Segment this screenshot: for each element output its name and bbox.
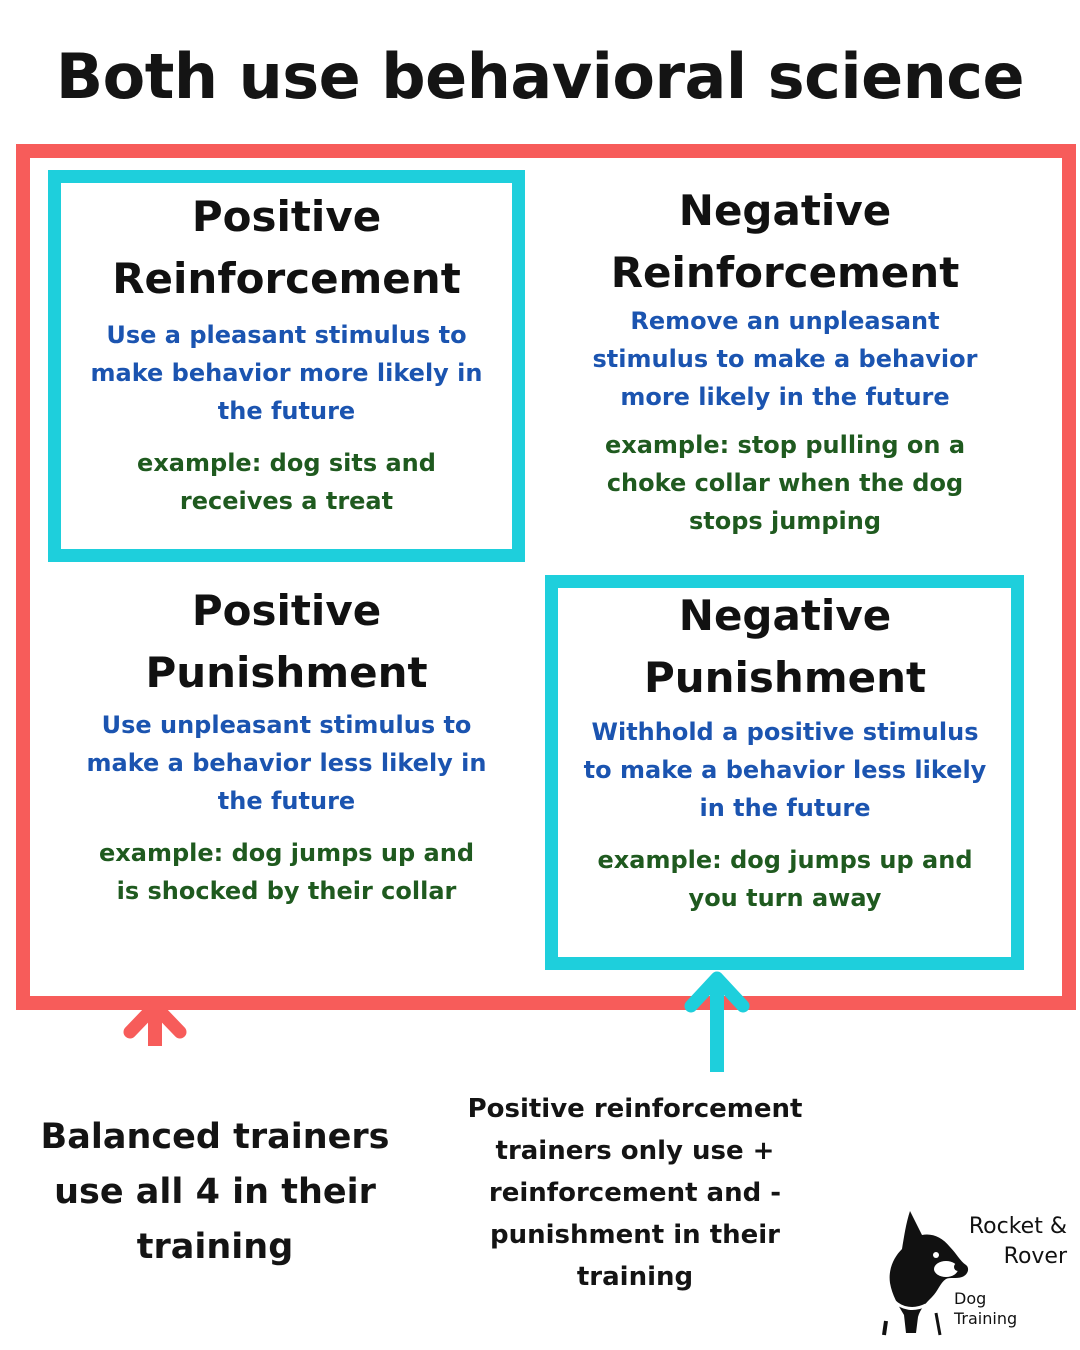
example-line: example: dog jumps up and — [98, 839, 475, 867]
quadrant-positive-reinforcement: Positive Reinforcement Use a pleasant st… — [62, 186, 511, 520]
example-line: stops jumping — [688, 507, 882, 535]
cyan-up-arrow-icon — [684, 971, 750, 1072]
quadrant-negative-punishment: Negative Punishment Withhold a positive … — [560, 585, 1010, 917]
quadrant-example: example: dog sits and receives a treat — [62, 444, 511, 520]
quadrant-example: example: stop pulling on a choke collar … — [560, 426, 1010, 540]
quadrant-heading: Positive Punishment — [62, 580, 511, 704]
logo-subtitle-line2: Training — [954, 1309, 1018, 1328]
quadrant-description: Use unpleasant stimulus to make a behavi… — [62, 706, 511, 820]
example-line: example: dog jumps up and — [597, 846, 973, 874]
quadrant-description: Withhold a positive stimulus to make a b… — [560, 713, 1010, 827]
description-line: make a behavior less likely in — [86, 749, 487, 777]
negative-punishment-highlight-frame — [545, 575, 1024, 970]
quadrant-description: Remove an unpleasant stimulus to make a … — [560, 302, 1010, 416]
quadrant-example: example: dog jumps up and is shocked by … — [62, 834, 511, 910]
caption-line: Balanced trainers — [40, 1117, 390, 1157]
description-line: the future — [217, 397, 356, 425]
heading-line: Negative — [678, 186, 892, 235]
heading-line: Reinforcement — [610, 248, 960, 297]
quadrant-heading: Positive Reinforcement — [62, 186, 511, 310]
logo-subtitle-line1: Dog — [954, 1289, 987, 1308]
description-line: Use a pleasant stimulus to — [106, 321, 467, 349]
quadrant-heading: Negative Punishment — [560, 585, 1010, 709]
quadrant-positive-punishment: Positive Punishment Use unpleasant stimu… — [62, 580, 511, 910]
heading-line: Positive — [191, 192, 382, 241]
quadrant-example: example: dog jumps up and you turn away — [560, 841, 1010, 917]
example-line: choke collar when the dog — [606, 469, 964, 497]
heading-line: Negative — [678, 591, 892, 640]
logo-name-line2: Rover — [1003, 1244, 1067, 1269]
heading-line: Punishment — [643, 653, 927, 702]
caption-line: training — [136, 1227, 294, 1267]
example-line: is shocked by their collar — [116, 877, 457, 905]
description-line: stimulus to make a behavior — [592, 345, 978, 373]
heading-line: Punishment — [145, 648, 428, 697]
description-line: Withhold a positive stimulus — [591, 718, 979, 746]
caption-line: punishment in their — [489, 1220, 781, 1250]
example-line: you turn away — [688, 884, 882, 912]
example-line: example: dog sits and — [137, 449, 436, 477]
description-line: in the future — [699, 794, 871, 822]
positive-trainers-caption: Positive reinforcement trainers only use… — [440, 1088, 830, 1298]
description-line: Remove an unpleasant — [630, 307, 940, 335]
dog-silhouette-icon — [882, 1211, 969, 1336]
description-line: make behavior more likely in — [90, 359, 483, 387]
quadrant-description: Use a pleasant stimulus to make behavior… — [62, 316, 511, 430]
description-line: more likely in the future — [620, 383, 950, 411]
heading-line: Reinforcement — [112, 254, 461, 303]
example-line: receives a treat — [179, 487, 394, 515]
brand-logo: Rocket & Rover Dog Training — [880, 1205, 1070, 1340]
balanced-scope-frame — [16, 144, 1076, 1010]
caption-line: Positive reinforcement — [467, 1094, 803, 1124]
description-line: Use unpleasant stimulus to — [101, 711, 472, 739]
positive-reinforcement-highlight-frame — [48, 170, 525, 562]
caption-line: reinforcement and - — [488, 1178, 782, 1208]
description-line: the future — [217, 787, 356, 815]
heading-line: Positive — [191, 586, 382, 635]
example-line: example: stop pulling on a — [604, 431, 966, 459]
caption-line: training — [576, 1262, 694, 1292]
caption-line: trainers only use + — [495, 1136, 775, 1166]
quadrant-heading: Negative Reinforcement — [560, 180, 1010, 304]
description-line: to make a behavior less likely — [583, 756, 987, 784]
balanced-trainers-caption: Balanced trainers use all 4 in their tra… — [20, 1110, 410, 1275]
red-up-arrow-icon — [123, 999, 187, 1046]
page-title: Both use behavioral science — [55, 40, 1025, 113]
quadrant-negative-reinforcement: Negative Reinforcement Remove an unpleas… — [560, 180, 1010, 540]
caption-line: use all 4 in their — [54, 1172, 376, 1212]
logo-name-line1: Rocket & — [968, 1214, 1067, 1239]
